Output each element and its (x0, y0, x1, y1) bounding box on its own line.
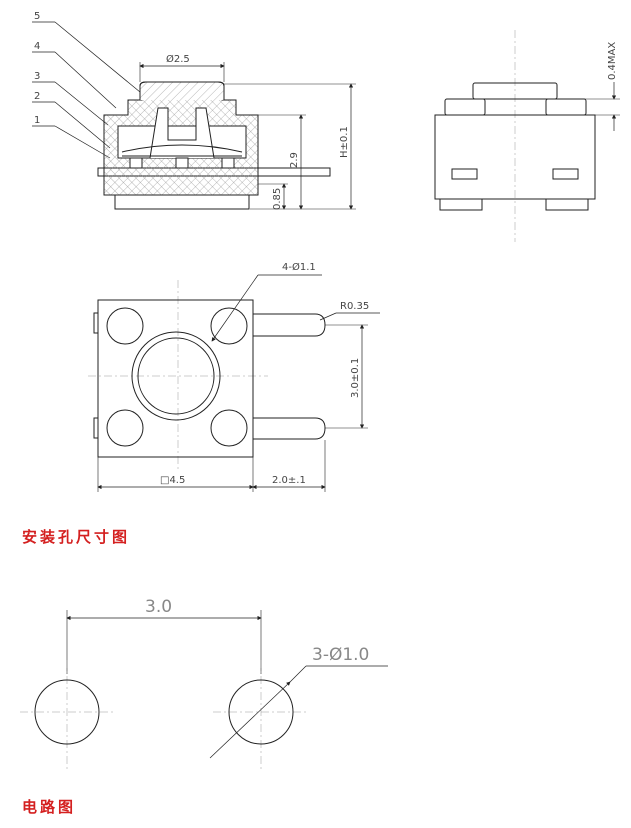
dome-spring (121, 144, 243, 153)
section-heading-circuit: 电路图 (22, 798, 77, 816)
part-label-3: 3 (34, 71, 40, 82)
dim-pcb-holes: 3-Ø1.0 (312, 645, 369, 665)
dim-lead-radius: R0.35 (340, 301, 369, 312)
part-leaders (32, 21, 141, 159)
dim-height-2: 2.9 (289, 152, 300, 168)
dim-mount-holes: 4-Ø1.1 (282, 261, 316, 273)
actuator-outer (131, 331, 221, 421)
part-label-5: 5 (34, 11, 40, 22)
part-label-2: 2 (34, 91, 40, 102)
mounting-hole-view (20, 610, 388, 770)
mount-hole-bl (106, 409, 144, 447)
part-label-4: 4 (34, 41, 40, 52)
dim-lead-length: 2.0±.1 (272, 475, 306, 486)
dim-cap-diameter: Ø2.5 (166, 53, 190, 65)
dim-max-travel: 0.4MAX (607, 42, 618, 80)
pcb-hole-right (228, 679, 294, 745)
actuator-inner (137, 337, 215, 415)
dim-height: H±0.1 (339, 126, 350, 158)
section-heading-mounting: 安装孔尺寸图 (22, 528, 131, 546)
front-view (434, 30, 620, 242)
top-view (88, 274, 380, 492)
mount-hole-tr (210, 307, 248, 345)
dim-pcb-pitch: 3.0 (145, 597, 172, 617)
pcb-hole-left (34, 679, 100, 745)
body-outline (97, 299, 254, 458)
dim-lead-pitch: 3.0±0.1 (350, 358, 361, 398)
mount-hole-tl (106, 307, 144, 345)
dim-body-size: □4.5 (160, 475, 185, 486)
part-label-1: 1 (34, 115, 40, 126)
lead-top (253, 313, 326, 337)
side-section-view (32, 21, 356, 210)
lead-bottom (253, 417, 326, 440)
mount-hole-br (210, 409, 248, 447)
base-plate (114, 194, 250, 210)
dim-height-3: 0.85 (272, 188, 283, 210)
